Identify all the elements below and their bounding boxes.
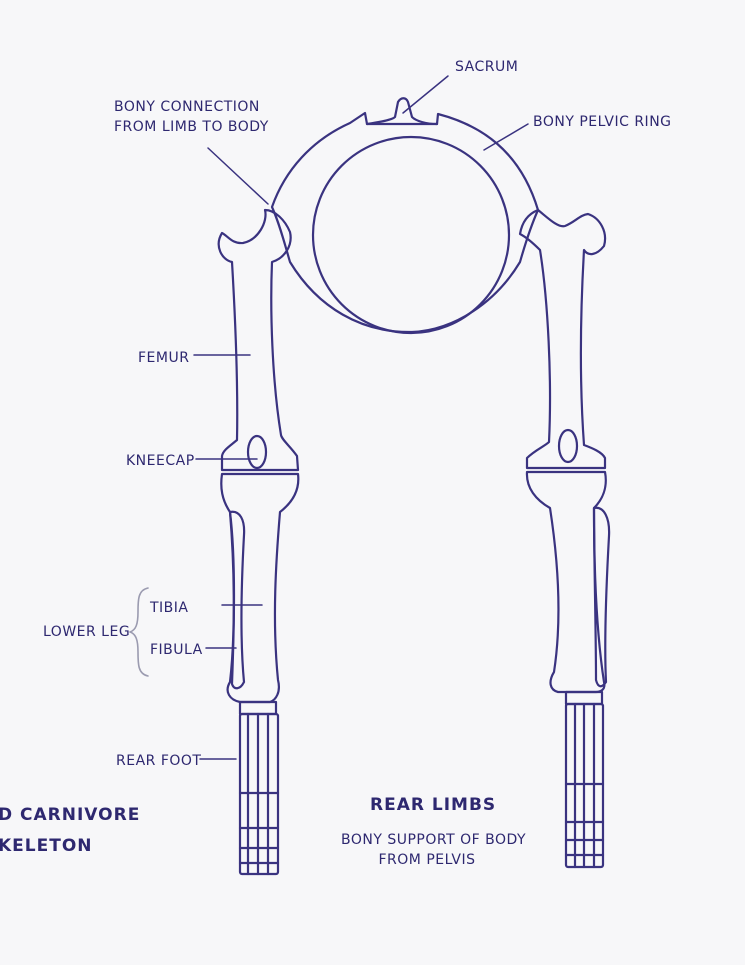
left-rear-foot	[238, 712, 280, 876]
rear-limbs-subtitle: BONY SUPPORT OF BODY FROM PELVIS	[341, 830, 527, 871]
bony-connection-label: BONY CONNECTION FROM LIMB TO BODY	[114, 97, 269, 138]
bony-connection-label-line2: FROM LIMB TO BODY	[114, 119, 269, 136]
pelvic-ring-inner	[311, 135, 511, 335]
left-fibula	[228, 510, 246, 690]
rear-foot-label: REAR FOOT	[116, 753, 202, 769]
kneecap-label: KNEECAP	[126, 453, 195, 469]
right-fibula	[592, 506, 611, 688]
rear-limbs-title: REAR LIMBS	[370, 795, 497, 815]
fibula-label: FIBULA	[150, 642, 203, 658]
rear-limbs-subtitle-line1: BONY SUPPORT OF BODY	[341, 832, 527, 848]
sacrum-leader	[402, 75, 449, 114]
bony-connection-leader	[207, 147, 269, 205]
pelvic-ring-leader	[483, 123, 529, 151]
right-rear-foot-bar	[564, 690, 604, 706]
rear-limbs-subtitle-line2: FROM PELVIS	[378, 852, 476, 869]
right-kneecap	[557, 428, 579, 464]
left-femur	[217, 208, 300, 472]
lower-leg-label: LOWER LEG	[43, 624, 131, 640]
femur-label: FEMUR	[138, 350, 190, 366]
left-rear-foot-bar	[238, 700, 278, 716]
left-kneecap	[246, 434, 268, 470]
sacrum-label: SACRUM	[455, 59, 519, 75]
cut-title-line1: D CARNIVORE	[0, 805, 141, 825]
pelvic-ring-outer	[270, 111, 540, 334]
leader-lines	[193, 75, 529, 760]
right-rear-foot	[564, 702, 605, 869]
cut-title-line2: KELETON	[0, 836, 93, 856]
tibia-label: TIBIA	[150, 600, 189, 616]
sacrum-bone	[365, 97, 439, 126]
bony-connection-label-line1: BONY CONNECTION	[114, 99, 260, 115]
lower-leg-brace	[129, 587, 149, 677]
right-femur	[518, 208, 607, 470]
bony-pelvic-ring-label: BONY PELVIC RING	[533, 114, 672, 130]
